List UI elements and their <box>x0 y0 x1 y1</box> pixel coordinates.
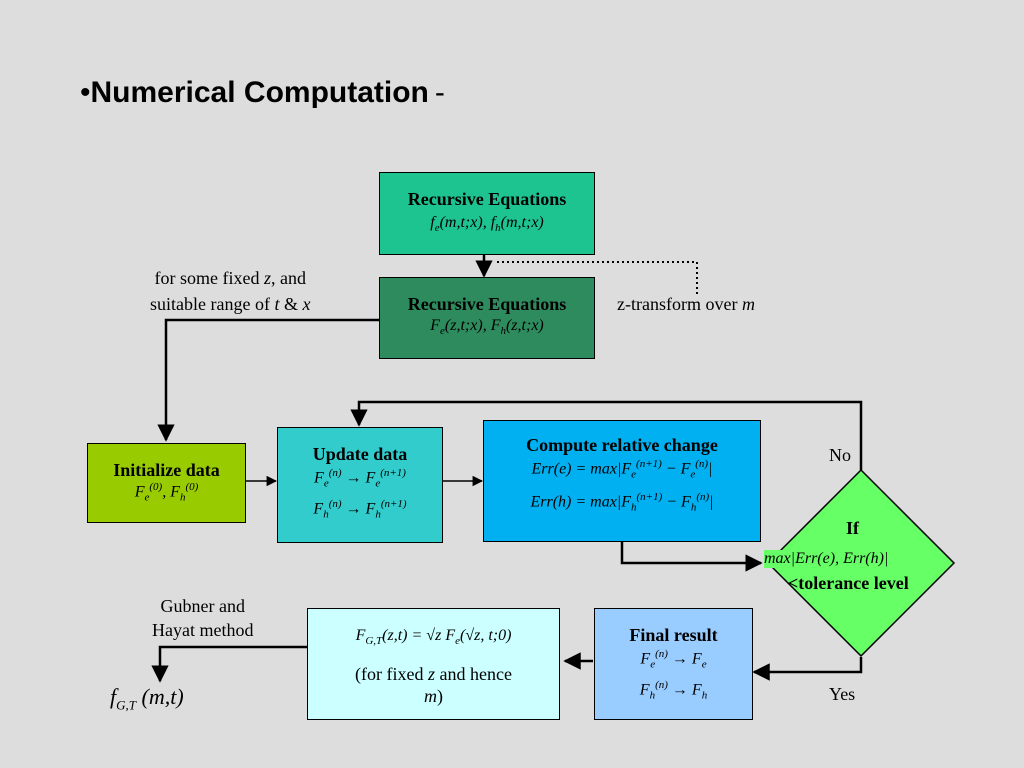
initialize-data-box: Initialize data Fe(0), Fh(0) <box>87 443 246 523</box>
update-line-1: Fe(n) → Fe(n+1) <box>314 467 406 490</box>
update-title: Update data <box>312 444 408 464</box>
arrow-inverse-to-result <box>151 645 307 683</box>
arrow-no-loop <box>350 400 863 470</box>
arrow-rec2-to-init <box>157 318 380 442</box>
rec1-title: Recursive Equations <box>407 189 567 209</box>
final-line-1: Fe(n) → Fe <box>640 648 707 671</box>
inverse-note: (for fixed z and hence m) <box>355 664 512 707</box>
bullet: • <box>80 76 91 109</box>
decision-condition: max|Err(e), Err(h)| <box>764 550 889 568</box>
arrow-compute-to-decision <box>620 542 763 572</box>
rec2-title: Recursive Equations <box>407 294 567 314</box>
final-line-2: Fh(n) → Fh <box>639 678 708 702</box>
decision-tolerance: <tolerance level <box>788 573 909 593</box>
final-result-box: Final result Fe(n) → Fe Fh(n) → Fh <box>594 608 753 720</box>
inverse-transform-box: FG,T(z,t) = √z Fe(√z, t;0) (for fixed z … <box>307 608 560 720</box>
recursive-equations-box-1: Recursive Equations fe(m,t;x), fh(m,t;x) <box>379 172 595 255</box>
title-dash: - <box>434 76 445 109</box>
recursive-equations-box-2: Recursive Equations Fe(z,t;x), Fh(z,t;x) <box>379 277 595 359</box>
arrow-yes-to-final <box>752 657 863 681</box>
inverse-formula: FG,T(z,t) = √z Fe(√z, t;0) <box>355 627 512 648</box>
update-data-box: Update data Fe(n) → Fe(n+1) Fh(n) → Fh(n… <box>277 427 443 543</box>
fixed-range-label: for some fixed z, and suitable range of … <box>150 268 311 314</box>
update-line-2: Fh(n) → Fh(n+1) <box>313 497 407 521</box>
result-function-label: fG,T (m,t) <box>110 684 184 713</box>
init-formula: Fe(0), Fh(0) <box>134 481 199 504</box>
yes-label: Yes <box>829 684 856 704</box>
slide-heading: •Numerical Computation- <box>80 76 445 110</box>
init-title: Initialize data <box>113 460 220 480</box>
rec1-formula: fe(m,t;x), fh(m,t;x) <box>430 214 544 235</box>
ztransform-dotted-line <box>497 261 698 296</box>
rec2-formula: Fe(z,t;x), Fh(z,t;x) <box>430 317 544 338</box>
decision-if-label: If <box>846 518 859 538</box>
ztransform-label: z-transform over m <box>617 294 755 314</box>
compute-title: Compute relative change <box>526 435 718 455</box>
compute-line-1: Err(e) = max|Fe(n+1) − Fe(n)| <box>531 458 713 481</box>
compute-line-2: Err(h) = max|Fh(n+1) − Fh(n)| <box>530 490 714 514</box>
no-label: No <box>829 445 851 465</box>
slide-title: Numerical Computation <box>90 76 429 109</box>
final-title: Final result <box>629 625 718 645</box>
compute-relative-change-box: Compute relative change Err(e) = max|Fe(… <box>483 420 761 542</box>
